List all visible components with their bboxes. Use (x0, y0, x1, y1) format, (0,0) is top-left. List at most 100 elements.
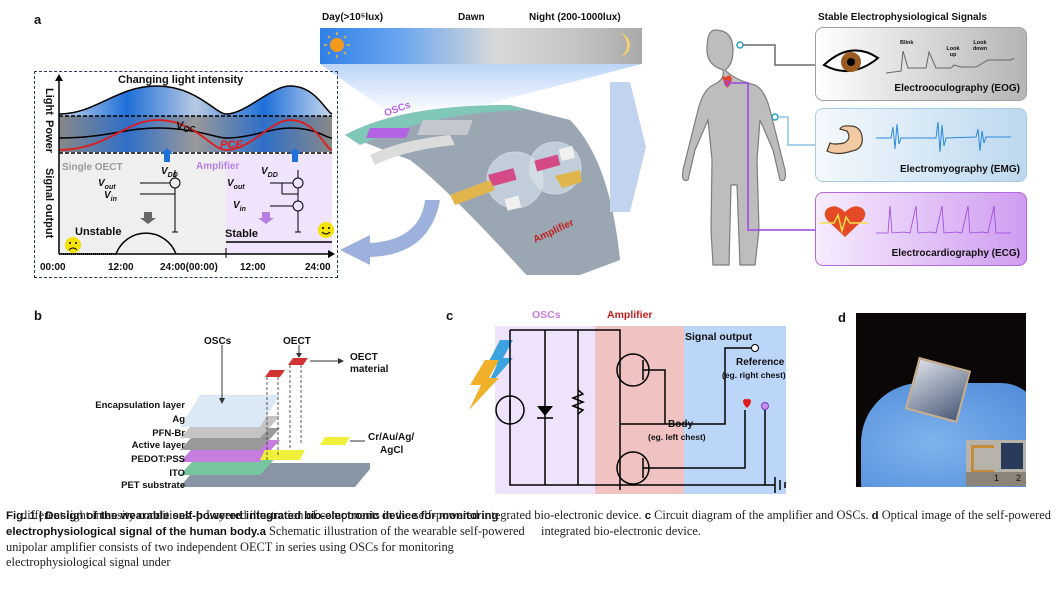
eog-card: Blink Look up Look down Electrooculograp… (815, 27, 1027, 101)
x-tick-1: 12:00 (108, 262, 134, 273)
caption-d-label: d (871, 510, 879, 522)
light-intensity-plot-frame (34, 71, 338, 278)
caption-c-text: Circuit diagram of the amplifier and OSC… (651, 508, 869, 522)
eog-annotation-look-up: Look up (946, 46, 960, 58)
single-oect-region (59, 154, 226, 254)
single-oect-title: Single OECT (62, 162, 123, 173)
electrode-region (684, 326, 786, 494)
sun-icon (324, 32, 350, 58)
reference-note: (eg. right chest) (722, 370, 786, 380)
dawn-label: Dawn (458, 12, 485, 23)
plot-title: Changing light intensity (118, 74, 244, 86)
caption-b-label: b (195, 510, 203, 522)
ruler-mark-1: 1 (994, 473, 1000, 483)
layer-stack-illustration (180, 345, 370, 487)
eog-title: Electrooculography (EOG) (894, 83, 1020, 94)
body-note: (eg. left chest) (648, 432, 706, 442)
ecg-waveform (876, 205, 1011, 234)
caption-d-text: Optical image of the self-powered integr… (541, 508, 1051, 538)
caption-a-text: Schematic illustration of the wearable s… (6, 524, 525, 569)
figure-caption-right: different light intensity conditions. b … (21, 508, 1059, 539)
oect-label-b: OECT (283, 336, 311, 347)
unstable-label: Unstable (75, 226, 122, 238)
vin-left: Vin (104, 190, 117, 203)
amplifier-region (226, 154, 332, 254)
layer-ag: Ag (172, 414, 185, 425)
oscs-label-b: OSCs (204, 336, 232, 347)
oect-material-label-2: material (350, 364, 389, 375)
panel-label-d: d (838, 310, 846, 325)
device-illustration (345, 105, 620, 275)
figure-caption-left: Fig. 1 | Design of the wearable self-pow… (6, 508, 526, 570)
x-tick-3: 12:00 (240, 262, 266, 273)
layer-ito: ITO (169, 468, 185, 479)
moon-icon (618, 33, 630, 57)
voc-label: VOC (176, 120, 196, 135)
heart-electrode-icon (722, 75, 732, 88)
return-arrow (340, 200, 440, 265)
y-label-signal: Signal output (43, 168, 55, 239)
stable-label: Stable (225, 228, 259, 240)
x-tick-0: 00:00 (40, 262, 66, 273)
amplifier-region-title: Amplifier (196, 161, 240, 172)
heart-pulse-icon (820, 206, 868, 237)
y-label-light: Light (43, 88, 55, 115)
panel-label-c: c (446, 308, 454, 323)
vout-left: Vout (98, 178, 116, 191)
oscs-label-c: OSCs (532, 309, 561, 321)
night-label: Night (200-1000lux) (529, 12, 621, 23)
caption-fig-label: Fig. 1 | (6, 510, 46, 522)
caption-b-text: Layered illustration of components in th… (202, 508, 642, 522)
ecg-title: Electrocardiography (ECG) (891, 248, 1020, 259)
emg-title: Electromyography (EMG) (899, 164, 1020, 175)
sad-face-icon (65, 237, 81, 253)
reference-label: Reference (736, 357, 785, 368)
ruler-mark-2: 2 (1016, 473, 1022, 483)
electrode-wires (730, 44, 817, 231)
panel-label-b: b (34, 308, 42, 323)
body-label: Body (668, 419, 693, 430)
eog-waveform (886, 50, 1015, 74)
eog-annotation-blink: Blink (900, 40, 914, 46)
heart-electrode-icon (743, 398, 751, 408)
caption-a-label: a (259, 526, 266, 538)
device-photo: 1 2 (856, 313, 1026, 487)
muscle-arm-icon (826, 125, 863, 155)
power-band (59, 116, 332, 152)
layer-pedot-pss: PEDOT:PSS (131, 454, 185, 465)
light-intensity-plot (55, 74, 335, 258)
signal-output-label: Signal output (685, 331, 753, 343)
vdd-left: VDD (161, 166, 178, 179)
electrode-label-1: Cr/Au/Ag/ (368, 432, 415, 443)
layer-pet-substrate: PET substrate (121, 480, 185, 491)
emg-waveform (876, 121, 1011, 153)
emg-card: Electromyography (EMG) (815, 108, 1027, 182)
inset-photo: 1 2 (966, 440, 1026, 486)
pce-label: PCE (220, 139, 243, 151)
x-tick-2: 24:00(00:00) (160, 262, 218, 273)
circuit-diagram (469, 329, 786, 493)
eog-annotation-look-down: Look down (972, 40, 988, 52)
light-scale-bar (320, 28, 642, 64)
x-tick-4: 24:00 (305, 262, 331, 273)
vout-right: Vout (227, 178, 245, 191)
caption-a-text-continued: different light intensity conditions. (21, 508, 196, 522)
pce-curve (58, 119, 333, 151)
layer-active: Active layer (131, 440, 185, 451)
vdd-right: VDD (261, 166, 278, 179)
signals-title: Stable Electrophysiological Signals (818, 12, 987, 23)
ecg-card: Electrocardiography (ECG) (815, 192, 1027, 266)
lightning-icon (469, 340, 513, 410)
happy-face-icon (318, 222, 334, 238)
right-arrow (610, 82, 646, 212)
eye-icon (822, 49, 880, 73)
day-label: Day(>10⁵lux) (322, 12, 384, 23)
caption-title: Design of the wearable self-powered inte… (6, 510, 499, 538)
layer-pfn-br: PFN-Br (152, 428, 185, 439)
unstable-signal (115, 232, 177, 255)
amplifier-label-c: Amplifier (607, 309, 653, 321)
caption-c-label: c (644, 510, 652, 522)
y-label-power: Power (43, 120, 55, 154)
oect-material-label-1: OECT (350, 352, 378, 363)
light-wave (59, 86, 332, 116)
